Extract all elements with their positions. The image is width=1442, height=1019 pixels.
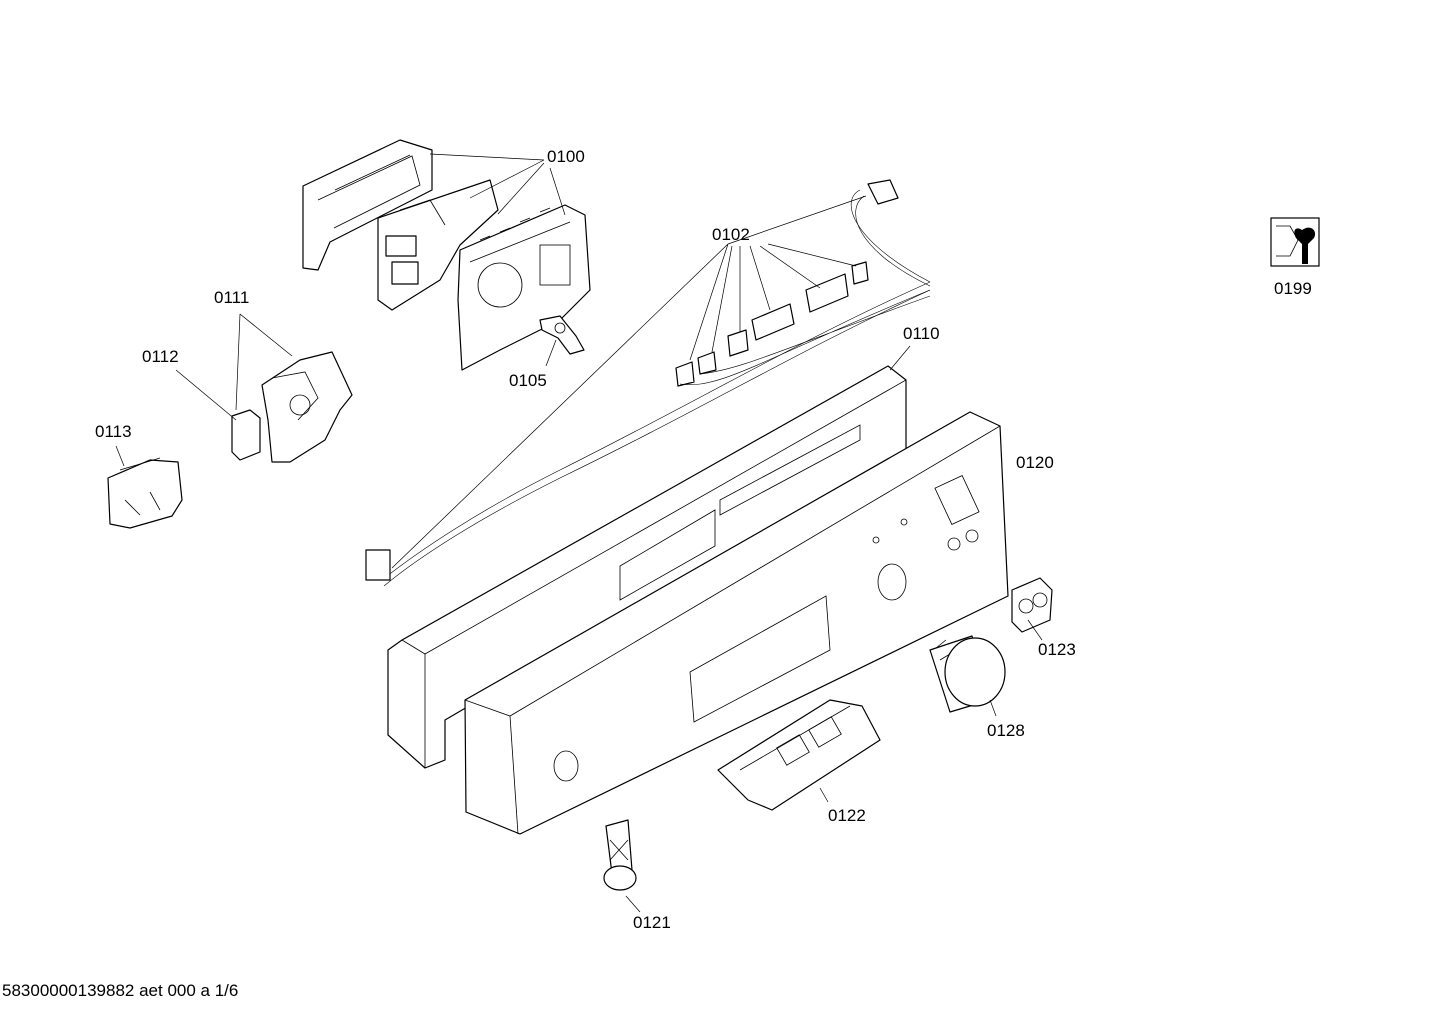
label-0102: 0102 [712,225,750,244]
leader-lines [115,153,1043,913]
part-0123-switch [1011,577,1053,633]
part-0122-drawer [717,699,881,811]
label-0100: 0100 [547,147,585,166]
part-0120-front-panel [464,411,1009,835]
wrench-service-icon [1270,217,1320,267]
part-0102-wiring-harness [365,179,931,587]
label-0113: 0113 [95,422,132,441]
part-0121-button [603,819,637,891]
part-0111-valve-unit [261,351,353,463]
part-0105-sensor [539,315,585,355]
part-0112-relay [231,409,261,461]
label-0112: 0112 [142,347,179,366]
part-0113-switch-block [107,457,183,529]
label-0123: 0123 [1038,640,1076,659]
label-0111: 0111 [214,288,249,307]
label-0105: 0105 [509,371,547,390]
label-0121: 0121 [633,913,671,932]
label-0110: 0110 [903,324,940,343]
part-0128-knob [929,635,1006,713]
label-0122: 0122 [828,806,866,825]
part-0110-inner-frame [387,365,907,769]
label-0128: 0128 [987,721,1025,740]
part-0100-control-module [302,139,591,371]
label-0199: 0199 [1274,279,1312,298]
document-id: 58300000139882 aet 000 a 1/6 [2,981,239,1000]
label-0120: 0120 [1016,453,1054,472]
